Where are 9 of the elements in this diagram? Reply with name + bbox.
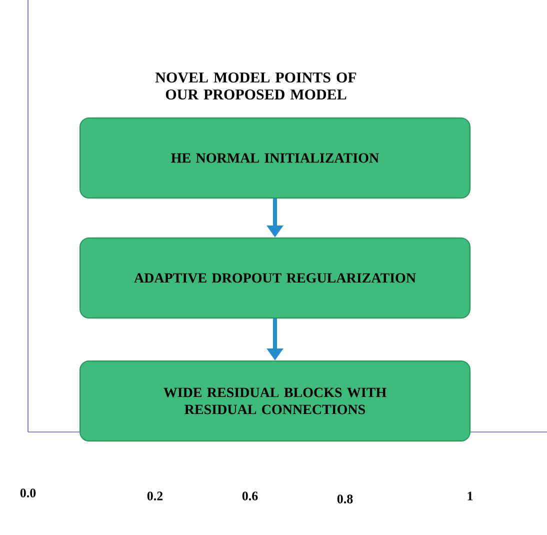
process-box: WIDE RESIDUAL BLOCKS WITH RESIDUAL CONNECTIONS [80, 360, 470, 442]
tick-label: 0.6 [242, 492, 258, 500]
process-box: HE NORMAL INITIALIZATION [80, 118, 470, 198]
title: NOVEL MODEL POINTS OF OUR PROPOSED MODEL [155, 72, 356, 100]
tick-label: 0.8 [337, 494, 353, 504]
process-box: ADAPTIVE DROPOUT REGULARIZATION [80, 238, 470, 318]
tick-label: 0.0 [20, 488, 36, 498]
tick-label: 1 [468, 492, 473, 500]
tick-label: 0.2 [147, 492, 163, 500]
